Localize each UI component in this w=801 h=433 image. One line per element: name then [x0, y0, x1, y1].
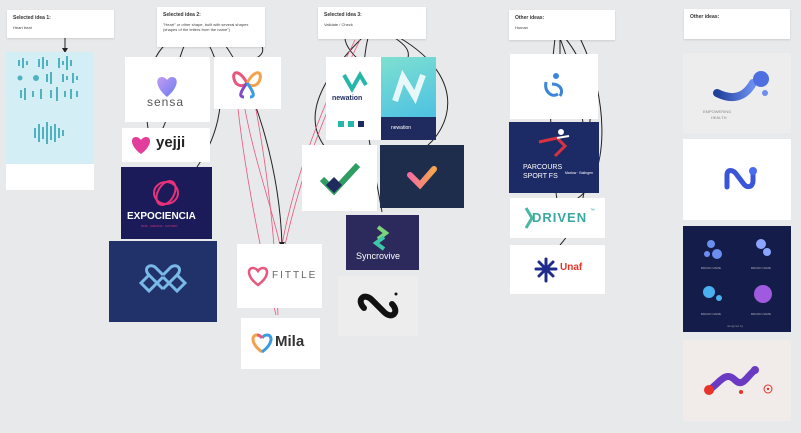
newation-mark-icon: [392, 69, 426, 104]
syncrovive-mark-icon: [372, 225, 390, 251]
brand-variations-icon: [703, 239, 772, 303]
double-heart-icon: [138, 264, 188, 294]
connector-idea3-newation2: [394, 37, 409, 59]
logo-card-sensa[interactable]: sensa: [125, 57, 210, 122]
logo-card-syncrovive[interactable]: Syncrovive: [346, 215, 419, 270]
note-title: Selected idea 1:: [13, 15, 51, 21]
logo-card-newation[interactable]: newation: [326, 57, 381, 140]
heart-icon: [131, 137, 151, 154]
note-desc: "Heart" or other shape, built with sever…: [163, 22, 249, 32]
note-other-ideas-1[interactable]: Other ideas: Human: [509, 10, 615, 40]
logo-text-driven: DRIVEN: [532, 210, 588, 225]
logo-text-empowering-1: EMPOWERING: [703, 109, 732, 114]
human-figure-icon: [544, 73, 564, 97]
heart-icon: [247, 266, 269, 287]
logo-card-check-leaf[interactable]: [302, 145, 377, 211]
logo-text-brandname-1: BRAND NAME: [701, 266, 722, 270]
logo-subtext-brandname: designed by: [727, 324, 744, 328]
checkmark-icon: [319, 162, 361, 196]
logo-card-parcours[interactable]: PARCOURS SPORT FS Marlow · Balingen: [509, 122, 599, 193]
note-idea-3[interactable]: Selected idea 3: Validate / Check: [318, 7, 426, 39]
logo-text-parcours-2: SPORT FS: [523, 173, 558, 180]
logo-text-yejji: yejji: [156, 134, 186, 151]
logo-card-butterfly[interactable]: [214, 57, 281, 109]
logo-subtext-parcours: Marlow · Balingen: [565, 171, 594, 175]
note-title: Other ideas:: [690, 14, 720, 20]
molecule-icon: [704, 366, 759, 395]
note-idea-1[interactable]: Selected idea 1: Heart beat: [7, 10, 114, 38]
logo-text-brandname-3: BRAND NAME: [701, 312, 722, 316]
note-idea-2[interactable]: Selected idea 2: "Heart" or other shape,…: [157, 7, 265, 47]
logo-card-molecule-purple[interactable]: [683, 340, 791, 421]
logo-text-brandname-4: BRAND NAME: [751, 312, 772, 316]
note-desc: Validate / Check: [324, 22, 353, 27]
heart-icon: [251, 333, 273, 354]
logo-text-unaf: Unaf: [560, 262, 583, 273]
logo-card-double-heart[interactable]: [109, 241, 217, 322]
logo-text-parcours-1: PARCOURS: [523, 164, 563, 171]
logo-text-newation-a: newation: [332, 95, 363, 102]
logo-tm-driven: ™: [590, 208, 595, 214]
driven-mark-icon: [524, 207, 534, 229]
heart-icon: [157, 77, 177, 97]
runner-icon: [538, 129, 570, 158]
logo-text-expociencia: EXPOCIENCIA: [127, 211, 196, 222]
logo-text-syncrovive: Syncrovive: [356, 251, 401, 261]
logo-text-newation-b: newation: [391, 125, 412, 131]
heart-check-icon: [407, 166, 437, 190]
logo-card-mila[interactable]: Mila: [241, 318, 320, 369]
logo-text-mila: Mila: [275, 333, 305, 350]
logo-card-infinity-check[interactable]: [338, 276, 418, 336]
empty-card[interactable]: [6, 164, 94, 190]
newation-mark-icon: [338, 71, 368, 127]
molecule-icon: [724, 167, 757, 190]
logo-card-driven[interactable]: DRIVEN ™: [510, 198, 605, 238]
atom-icon: [153, 180, 179, 206]
note-title: Other ideas:: [515, 15, 545, 21]
newation-footer: newation: [381, 117, 436, 140]
logo-card-heart-check[interactable]: [380, 145, 464, 208]
infinity-check-icon: [357, 292, 399, 319]
note-desc: Human: [515, 25, 528, 30]
logo-text-brandname-2: BRAND NAME: [751, 266, 772, 270]
logo-card-unaf[interactable]: Unaf: [510, 245, 605, 294]
molecule-icon: [713, 71, 769, 102]
note-title: Selected idea 3:: [324, 12, 362, 18]
butterfly-icon: [232, 71, 262, 99]
logo-card-expociencia[interactable]: EXPOCIENCIA PAÍS · CIENCIA · FUTURO: [121, 167, 212, 239]
star-burst-icon: [534, 257, 558, 283]
note-other-ideas-2[interactable]: Other ideas:: [684, 9, 790, 39]
logo-card-brandname-grid[interactable]: BRAND NAME BRAND NAME BRAND NAME BRAND N…: [683, 226, 791, 332]
logo-card-fittle[interactable]: FITTLE: [237, 244, 322, 308]
logo-text-empowering-2: HEALTH: [711, 115, 727, 120]
logo-card-newation-gradient[interactable]: newation: [381, 57, 436, 140]
logo-card-molecule-n[interactable]: [683, 139, 791, 220]
logo-card-yejji[interactable]: yejji: [122, 128, 210, 162]
logo-text-fittle: FITTLE: [272, 270, 318, 281]
logo-card-heartbeat[interactable]: [6, 52, 94, 164]
note-desc: Heart beat: [13, 25, 32, 30]
heartbeat-waveform-icon: [17, 56, 78, 144]
logo-text-sensa: sensa: [147, 95, 185, 109]
note-title: Selected idea 2:: [163, 12, 201, 18]
logo-card-human[interactable]: [510, 54, 598, 119]
logo-tagline-expociencia: PAÍS · CIENCIA · FUTURO: [141, 224, 178, 228]
registered-icon: [763, 384, 773, 394]
logo-card-empowering-health[interactable]: EMPOWERING HEALTH: [683, 53, 791, 133]
